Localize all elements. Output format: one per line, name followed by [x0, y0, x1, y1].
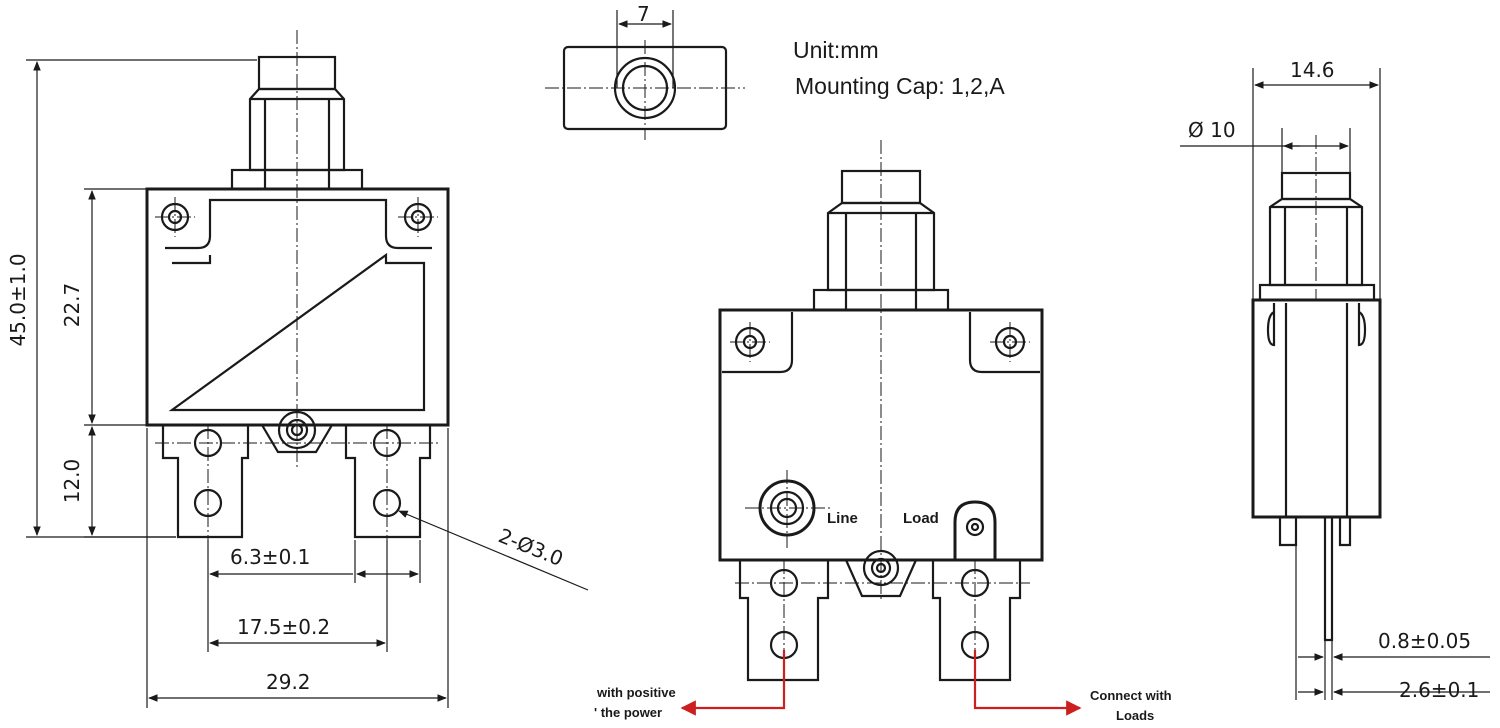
terminal-height-dim: 12.0	[60, 459, 84, 504]
button-diameter-dim: Ø 10	[1188, 118, 1236, 142]
mounting-cap-note: Mounting Cap: 1,2,A	[795, 73, 1005, 99]
side-width-dim: 14.6	[1290, 58, 1335, 82]
positive-label-1: with positive	[596, 685, 676, 700]
connect-label-1: Connect with	[1090, 688, 1172, 703]
pin-thickness-dim: 0.8±0.05	[1378, 629, 1471, 653]
unit-note: Unit:mm	[793, 37, 879, 63]
positive-label-2: ' the power	[594, 705, 662, 720]
top-view	[545, 10, 745, 140]
terminal-width-dim: 6.3±0.1	[230, 545, 310, 569]
rear-view	[680, 140, 1082, 716]
holes-dim: 2-Ø3.0	[495, 523, 567, 571]
pin-offset-dim: 2.6±0.1	[1399, 678, 1479, 702]
load-label: Load	[903, 510, 939, 527]
side-view	[1180, 68, 1490, 700]
cap-width-dim: 7	[637, 2, 650, 26]
line-label: Line	[827, 510, 858, 527]
front-view	[26, 30, 589, 708]
hole-spacing-dim: 17.5±0.2	[237, 615, 330, 639]
body-height-dim: 22.7	[60, 283, 84, 328]
body-width-dim: 29.2	[266, 670, 311, 694]
overall-height-dim: 45.0±1.0	[6, 253, 30, 346]
connect-label-2: Loads	[1116, 708, 1154, 723]
